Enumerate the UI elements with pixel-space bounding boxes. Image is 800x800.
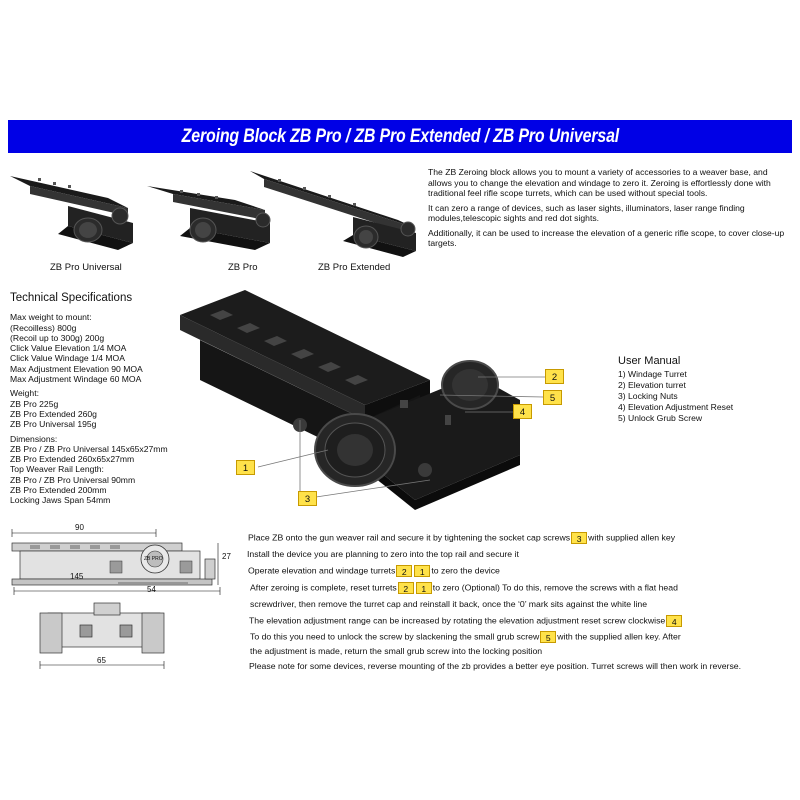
callout-ref-5: 5: [540, 631, 557, 643]
spec-line: ZB Pro Extended 260x65x27mm: [10, 454, 135, 465]
spec-line: (Recoilless) 800g: [10, 322, 77, 333]
instruction-line-4: After zeroing is complete, reset turrets…: [250, 582, 678, 594]
callout-2: 2: [545, 369, 564, 384]
product-image-zb-pro-universal: [10, 176, 133, 250]
spec-line: (Recoil up to 300g) 200g: [10, 332, 105, 343]
product-image-zb-pro-extended: [250, 171, 416, 257]
banner-title: Zeroing Block ZB Pro / ZB Pro Extended /…: [181, 125, 619, 147]
callout-ref-3: 3: [571, 532, 588, 544]
manual-item: 2) Elevation turret: [618, 380, 686, 390]
spec-line: ZB Pro Extended 200mm: [10, 485, 107, 496]
instruction-line-1: Place ZB onto the gun weaver rail and se…: [248, 532, 676, 544]
technical-specifications: Technical Specifications Max weight to m…: [10, 292, 230, 510]
specs-group-weight: Weight: ZB Pro 225g ZB Pro Extended 260g…: [10, 388, 230, 429]
instruction-line-7: To do this you need to unlock the screw …: [250, 631, 681, 643]
spec-line: ZB Pro 225g: [10, 398, 59, 409]
dimension-65: 65: [97, 656, 106, 665]
spec-line: Click Value Elevation 1/4 MOA: [10, 343, 127, 354]
spec-line: Click Value Windage 1/4 MOA: [10, 353, 125, 364]
technical-drawings: [11, 529, 221, 669]
spec-line: Dimensions:: [10, 433, 58, 444]
instruction-line-8: the adjustment is made, return the small…: [250, 646, 543, 656]
specs-group-dimensions: Dimensions: ZB Pro / ZB Pro Universal 14…: [10, 434, 230, 506]
spec-line: ZB Pro Universal 195g: [10, 419, 97, 430]
caption-zb-pro-universal: ZB Pro Universal: [50, 262, 122, 273]
callout-ref-2: 2: [397, 582, 414, 594]
spec-line: Top Weaver Rail Length:: [10, 464, 104, 475]
intro-text: The ZB Zeroing block allows you to mount…: [428, 167, 790, 253]
specs-group-weight-capacity: Max weight to mount: (Recoilless) 800g (…: [10, 312, 230, 384]
user-manual: User Manual 1) Windage Turret 2) Elevati…: [618, 356, 733, 424]
dimension-27: 27: [222, 552, 231, 561]
spec-line: Max Adjustment Windage 60 MOA: [10, 374, 142, 385]
intro-paragraph-2: It can zero a range of devices, such as …: [428, 202, 745, 224]
title-banner: Zeroing Block ZB Pro / ZB Pro Extended /…: [8, 120, 792, 153]
turret-engraving: ZB PRO: [144, 556, 163, 562]
spec-line: ZB Pro / ZB Pro Universal 90mm: [10, 474, 136, 485]
manual-title: User Manual: [618, 355, 681, 367]
caption-zb-pro: ZB Pro: [228, 262, 258, 273]
dimension-90: 90: [75, 523, 84, 532]
spec-line: Max weight to mount:: [10, 312, 92, 323]
spec-line: ZB Pro Extended 260g: [10, 408, 97, 419]
manual-item: 5) Unlock Grub Screw: [618, 413, 703, 423]
instruction-line-5: screwdriver, then remove the turret cap …: [250, 599, 648, 609]
callout-ref-1: 1: [415, 582, 432, 594]
dimension-54: 54: [147, 585, 156, 594]
callout-ref-1: 1: [414, 565, 431, 577]
manual-item: 4) Elevation Adjustment Reset: [618, 402, 734, 412]
dimension-145: 145: [70, 572, 84, 581]
spec-line: ZB Pro / ZB Pro Universal 145x65x27mm: [10, 443, 168, 454]
intro-paragraph-1: The ZB Zeroing block allows you to mount…: [428, 167, 771, 198]
spec-line: Max Adjustment Elevation 90 MOA: [10, 363, 143, 374]
main-product-illustration: [180, 290, 520, 510]
instruction-line-9: Please note for some devices, reverse mo…: [249, 661, 742, 671]
instruction-line-2: Install the device you are planning to z…: [247, 549, 519, 559]
callout-5: 5: [543, 390, 562, 405]
spec-line: Locking Jaws Span 54mm: [10, 495, 111, 506]
callout-4: 4: [513, 404, 532, 419]
caption-zb-pro-extended: ZB Pro Extended: [318, 262, 391, 273]
callout-1: 1: [236, 460, 255, 475]
intro-paragraph-3: Additionally, it can be used to increase…: [428, 227, 785, 249]
instruction-line-6: The elevation adjustment range can be in…: [249, 615, 683, 627]
manual-item: 3) Locking Nuts: [618, 391, 678, 401]
specs-title: Technical Specifications: [10, 292, 133, 304]
callout-ref-4: 4: [666, 615, 683, 627]
product-image-zb-pro: [147, 186, 271, 250]
manual-item: 1) Windage Turret: [618, 369, 687, 379]
spec-line: Weight:: [10, 388, 39, 399]
callout-ref-2: 2: [396, 565, 413, 577]
callout-3: 3: [298, 491, 317, 506]
